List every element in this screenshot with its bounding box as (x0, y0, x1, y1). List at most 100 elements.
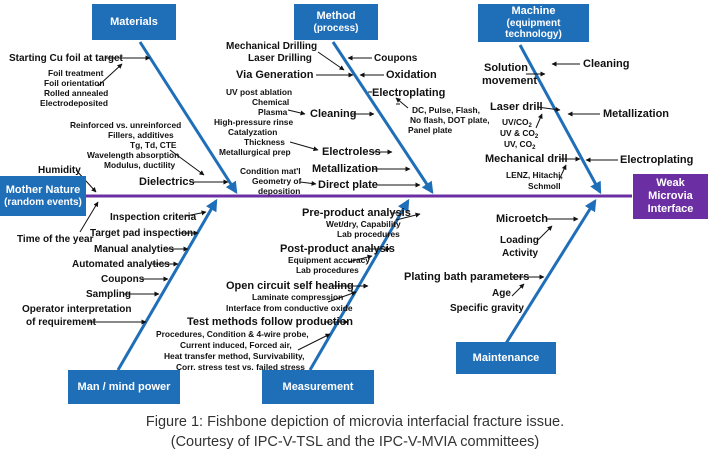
category-machine: Machine (equipment technology) (478, 4, 589, 42)
cause-laser-drill: Laser drill (490, 101, 543, 113)
cause-procedures: Procedures, Condition & 4-wire probe, (156, 329, 309, 339)
cause-pre-product: Pre-product analysis (302, 207, 411, 219)
cause-hp-rinse: High-pressure rinse (214, 117, 293, 127)
bone-man (116, 198, 218, 371)
cause-schmoll: Schmoll (528, 181, 561, 191)
effect-line1: Weak Microvia (648, 176, 693, 202)
cause-uv-co2-2: UV & CO2 (500, 128, 539, 140)
cause-loading: Loading (500, 235, 539, 246)
arrow-pre-product-sub (395, 212, 421, 221)
category-materials: Materials (92, 4, 176, 40)
category-mother-nature-title: Mother Nature (5, 183, 81, 196)
cause-target-pad: Target pad inspection (90, 228, 193, 239)
figure-caption-line1: Figure 1: Fishbone depiction of microvia… (145, 414, 565, 430)
cause-age: Age (492, 288, 511, 299)
arrow-foil (97, 63, 123, 87)
effect-box: Weak Microvia Interface (633, 174, 708, 219)
cause-foil-orientation: Foil orientation (44, 78, 104, 88)
arrow-time-of-year (79, 201, 99, 233)
cause-open-circuit: Open circuit self healing (226, 280, 354, 292)
figure-caption-line2: (Courtesy of IPC-V-TSL and the IPC-V-MVI… (170, 434, 540, 450)
cause-fillers: Fillers, additives (108, 130, 174, 140)
cause-no-flash: No flash, DOT plate, (410, 115, 490, 125)
cause-manual: Manual analytics (94, 244, 174, 255)
cause-corr-stress: Corr. stress test vs. failed stress (176, 362, 305, 372)
cause-activity: Activity (502, 248, 539, 259)
category-machine-title: Machine (511, 5, 556, 18)
cause-heat-transfer: Heat transfer method, Survivability, (164, 351, 304, 361)
category-maintenance: Maintenance (456, 342, 556, 374)
arrow-loading (537, 225, 553, 241)
cause-coupons-man: Coupons (101, 274, 145, 285)
cause-panel-plate: Panel plate (408, 125, 453, 135)
cause-gravity: Specific gravity (450, 303, 524, 314)
arrow-drilling (317, 51, 345, 71)
cause-metallization-machine: Metallization (603, 108, 669, 120)
category-man: Man / mind power (68, 370, 180, 404)
cause-uv-co2-3: UV, CO2 (504, 139, 536, 151)
arrow-electroless-sub (289, 141, 319, 152)
cause-mech-drilling: Mechanical Drilling (226, 41, 317, 52)
cause-wavelength: Wavelength absorption (87, 150, 179, 160)
cause-chemical: Chemical (252, 97, 289, 107)
cause-plating-bath: Plating bath parameters (404, 271, 529, 283)
bone-maintenance (503, 198, 597, 346)
effect-line2: Interface (647, 203, 694, 216)
cause-lenz: LENZ, Hitachi, (506, 170, 563, 180)
cause-laminate: Laminate compression (252, 292, 343, 302)
cause-solution1: Solution (484, 62, 528, 74)
cause-cleaning-method: Cleaning (310, 108, 356, 120)
cause-via-generation: Via Generation (236, 69, 314, 81)
cause-reinforced: Reinforced vs. unreinforced (70, 120, 181, 130)
cause-electroplating-machine: Electroplating (620, 154, 693, 166)
bone-method (331, 41, 434, 195)
arrow-laser-drill (536, 106, 561, 112)
arrow-drill-brands (558, 164, 567, 181)
arrow-laser-types (535, 113, 543, 129)
cause-uv-co2-1: UV/CO2 (502, 117, 533, 129)
cause-solution2: movement (482, 75, 537, 87)
cause-coupons-method: Coupons (374, 53, 418, 64)
cause-microetch: Microetch (496, 213, 548, 225)
arrow-humidity (75, 169, 97, 193)
cause-lab2: Lab procedures (296, 265, 359, 275)
cause-post-product: Post-product analysis (280, 243, 395, 255)
cause-current-induced: Current induced, Forced air, (180, 340, 292, 350)
cause-sampling: Sampling (86, 289, 131, 300)
cause-direct-plate: Direct plate (318, 179, 378, 191)
arrow-direct-plate-sub (299, 180, 317, 186)
cause-interface-oxide: Interface from conductive oxide (226, 303, 353, 313)
cause-uv-post: UV post ablation (226, 87, 292, 97)
bone-materials (138, 41, 238, 195)
category-materials-title: Materials (110, 15, 158, 28)
cause-test-methods: Test methods follow production (187, 316, 353, 328)
cause-inspection: Inspection criteria (110, 212, 197, 223)
category-mother-nature: Mother Nature (random events) (0, 176, 86, 216)
category-method: Method (process) (294, 4, 378, 40)
category-machine-subtitle: (equipment technology) (505, 17, 562, 41)
cause-starting-cu: Starting Cu foil at target (9, 53, 124, 64)
arrow-cleaning-sub (287, 109, 306, 116)
cause-automated: Automated analytics (72, 259, 170, 270)
cause-operator2: of requirement (26, 317, 97, 328)
cause-humidity: Humidity (38, 165, 81, 176)
cause-time-of-year: Time of the year (17, 234, 94, 245)
arrow-inspection (185, 210, 207, 217)
category-man-title: Man / mind power (77, 380, 171, 393)
cause-operator1: Operator interpretation (22, 304, 131, 315)
category-mother-nature-subtitle: (random events) (4, 196, 82, 208)
cause-condition-mat: Condition mat'l (240, 166, 301, 176)
cause-modulus: Modulus, ductility (104, 160, 176, 170)
cause-laser-drilling: Laser Drilling (248, 53, 312, 64)
cause-metallization-method: Metallization (312, 163, 378, 175)
cause-dc-pulse: DC, Pulse, Flash, (412, 105, 480, 115)
category-method-subtitle: (process) (313, 22, 359, 34)
cause-tg: Tg, Td, CTE (130, 140, 177, 150)
cause-dielectrics: Dielectrics (139, 176, 195, 188)
cause-thickness: Thickness (244, 137, 285, 147)
arrow-open-circuit-sub (327, 291, 357, 303)
arrow-plating-types (395, 97, 409, 109)
cause-geometry2: deposition (258, 186, 300, 196)
cause-equipment: Equipment accuracy (288, 255, 370, 265)
